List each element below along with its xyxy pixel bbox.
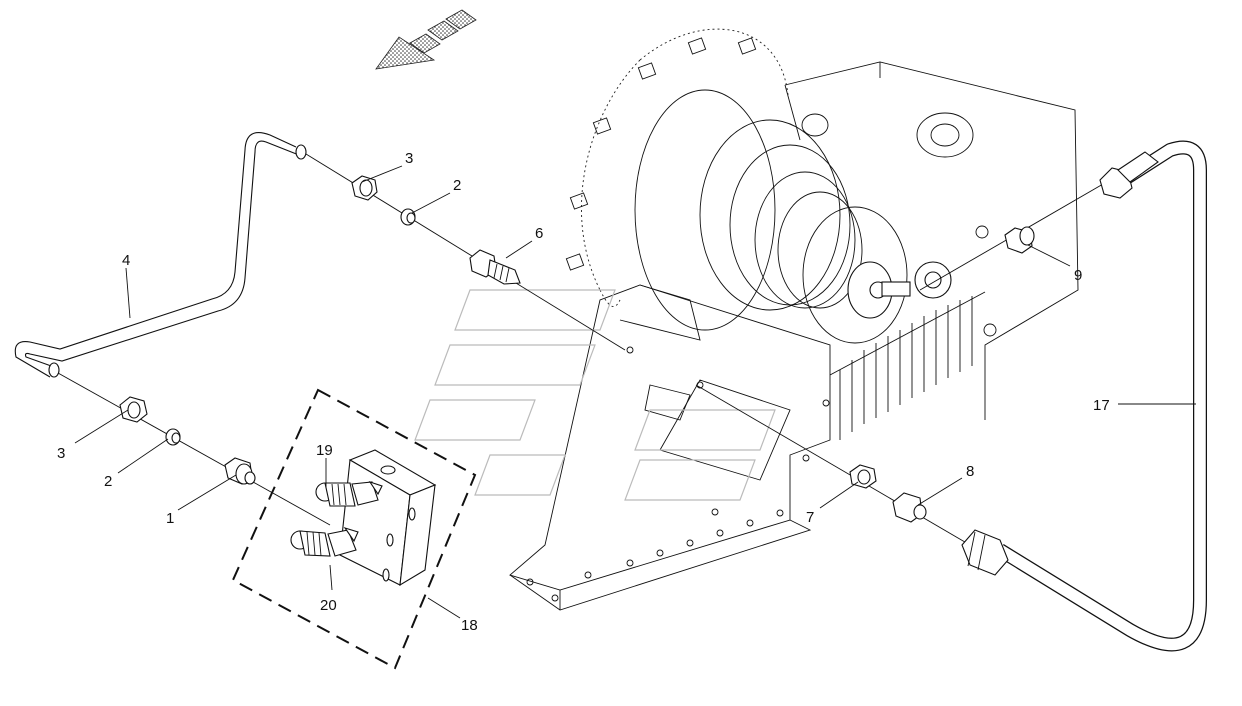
fitting-part-8 [892,492,927,523]
ring-part-2-lower [165,428,181,446]
ring-part-7 [849,464,877,489]
pipe-part-4 [14,132,307,378]
direction-arrow-icon [375,9,477,70]
valve-block-group-18 [231,388,477,670]
nut-part-3-lower [119,396,148,423]
callout-17: 17 [1093,397,1110,414]
hose-part-17 [961,140,1207,652]
gearbox-housing [509,28,1079,611]
callout-8: 8 [966,463,974,480]
leader-lines [74,165,1196,619]
fitting-part-1 [224,457,256,485]
callout-1: 1 [166,510,174,527]
callout-4: 4 [122,252,130,269]
callout-labels: 1 2 2 3 3 4 6 7 8 9 17 18 19 20 [57,150,1110,634]
ring-part-2-upper [400,208,416,226]
callout-18: 18 [461,617,478,634]
callout-3-lower: 3 [57,445,65,462]
watermark-logo [414,289,776,501]
assembly-lines [57,153,1111,546]
fitting-part-6 [469,249,521,285]
callout-9: 9 [1074,267,1082,284]
callout-2-upper: 2 [453,177,461,194]
callout-6: 6 [535,225,543,242]
callout-19: 19 [316,442,333,459]
callout-7: 7 [806,509,814,526]
nut-part-3-upper [351,175,378,201]
callout-2-lower: 2 [104,473,112,490]
fitting-part-9 [1004,226,1035,254]
callout-3-upper: 3 [405,150,413,167]
callout-20: 20 [320,597,337,614]
